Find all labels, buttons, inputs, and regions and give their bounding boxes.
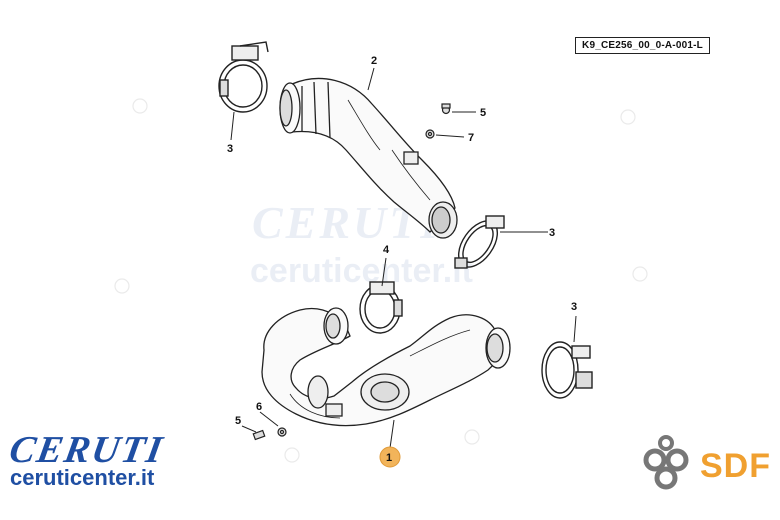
fasteners-bottom <box>252 427 287 441</box>
sdf-logo-icon <box>643 435 689 490</box>
callout-1[interactable]: 1 <box>386 452 392 464</box>
ceruti-url[interactable]: ceruticenter.it <box>10 465 155 490</box>
reference-code: K9_CE256_00_0-A-001-L <box>575 37 710 54</box>
sdf-logo-text: SDF <box>700 447 771 485</box>
callout-2[interactable]: 2 <box>371 55 377 67</box>
callout-7[interactable]: 7 <box>468 132 474 144</box>
fasteners-top <box>425 103 451 139</box>
callout-6[interactable]: 6 <box>256 401 262 413</box>
clamp-top-left <box>218 41 269 113</box>
watermark-sdf-marks <box>114 98 648 463</box>
clamp-mid-right <box>454 215 505 269</box>
callout-5-top[interactable]: 5 <box>480 107 486 119</box>
lower-hose <box>261 307 511 427</box>
callout-4[interactable]: 4 <box>383 244 390 256</box>
callout-5-bottom[interactable]: 5 <box>235 415 241 427</box>
upper-hose <box>279 77 458 239</box>
leader-lines <box>230 67 577 449</box>
callout-3-right[interactable]: 3 <box>571 301 577 313</box>
watermark-sub: ceruticenter.it <box>250 252 473 290</box>
callout-1-highlight[interactable]: 1 <box>379 446 401 468</box>
callout-3-top-left[interactable]: 3 <box>227 143 233 155</box>
clamp-right <box>541 341 593 399</box>
callout-3-mid-right[interactable]: 3 <box>549 227 555 239</box>
clamp-4 <box>359 281 403 334</box>
